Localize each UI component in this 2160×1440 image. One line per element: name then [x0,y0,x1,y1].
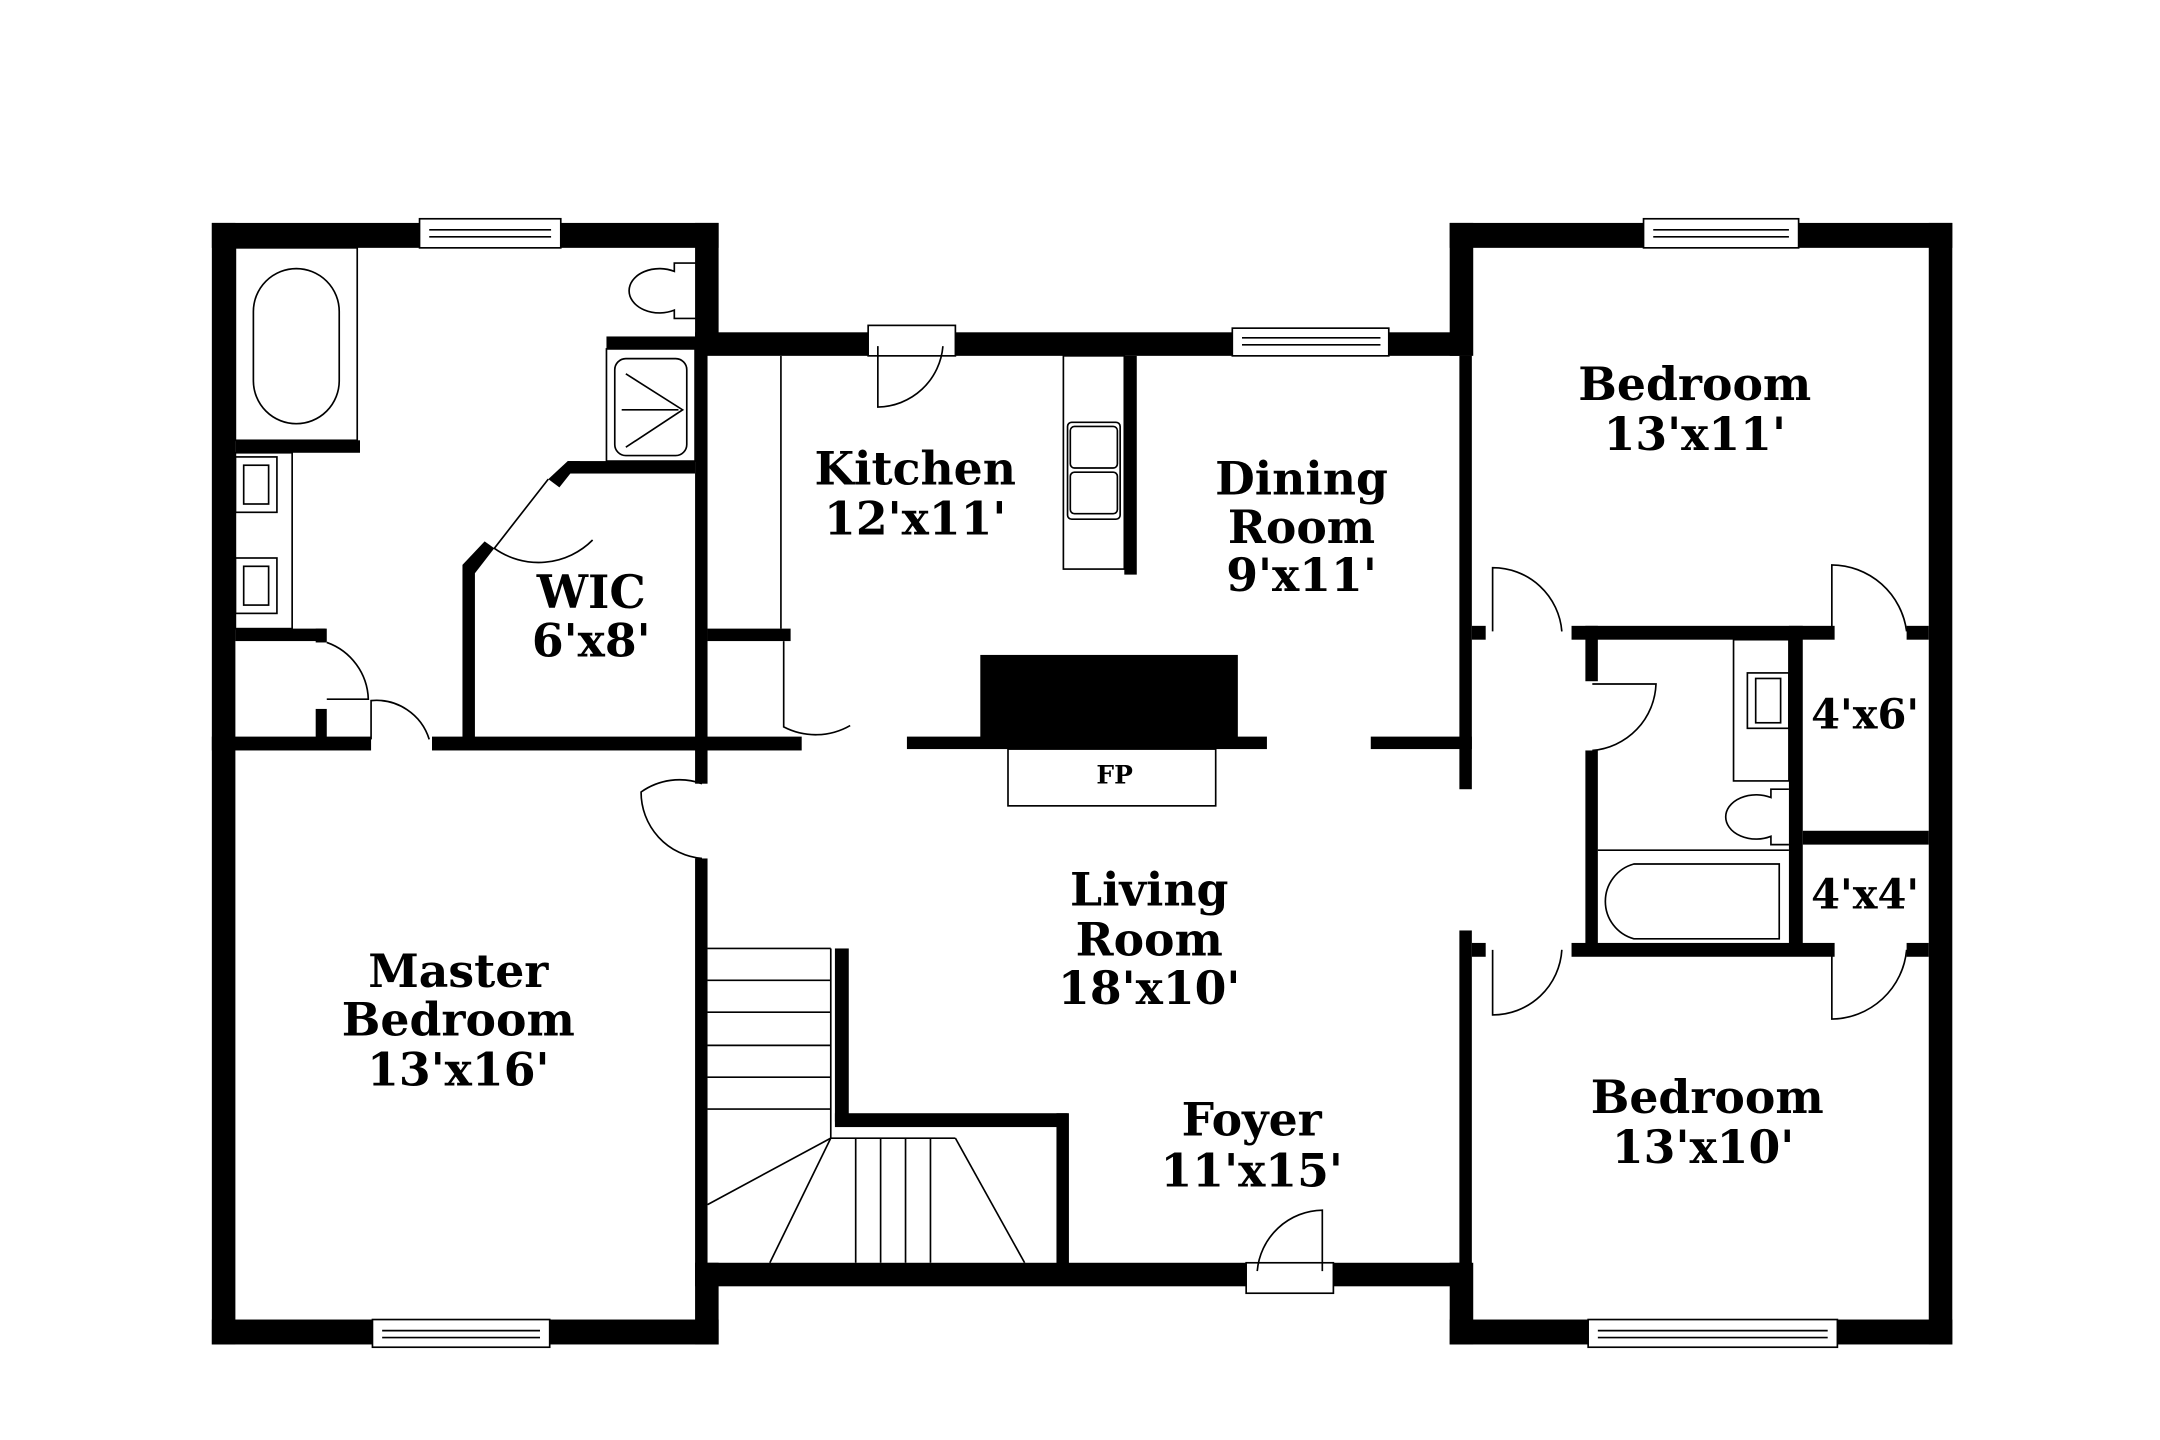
label-dining-dims: 9'x11' [1226,548,1377,602]
label-closet-4x6: 4'x6' [1811,689,1919,738]
label-foyer-dims: 11'x15' [1161,1144,1343,1198]
interior-walls [211,336,1929,1267]
exterior-walls [211,222,1953,1345]
label-living-name: Living [1070,863,1229,917]
doors [326,324,1908,1295]
label-bedroom-se-dims: 13'x10' [1612,1120,1794,1174]
label-wic-dims: 6'x8' [532,613,651,667]
label-foyer-name: Foyer [1182,1092,1323,1146]
label-living-dims: 18'x10' [1058,961,1240,1015]
label-dining-name: Dining [1215,451,1388,505]
label-kitchen-dims: 12'x11' [824,491,1006,545]
fixtures [234,247,1790,1264]
label-dining-name2: Room [1228,500,1375,554]
windows [371,217,1839,1349]
label-living-name2: Room [1076,912,1223,966]
label-master-dims: 13'x16' [367,1043,549,1097]
staircase [707,947,1026,1264]
label-wic-name: WIC [536,565,646,619]
label-bedroom-se-name: Bedroom [1591,1070,1824,1124]
label-closet-4x4: 4'x4' [1811,869,1919,918]
room-labels: Kitchen 12'x11' Dining Room 9'x11' Bedro… [342,357,1919,1197]
label-master-name2: Bedroom [342,993,575,1047]
fireplace-icon [980,654,1238,738]
label-kitchen-name: Kitchen [814,442,1016,496]
label-fireplace: FP [1096,761,1133,790]
label-bedroom-ne-dims: 13'x11' [1604,407,1786,461]
label-master-name: Master [368,944,549,998]
label-bedroom-ne-name: Bedroom [1578,357,1811,411]
